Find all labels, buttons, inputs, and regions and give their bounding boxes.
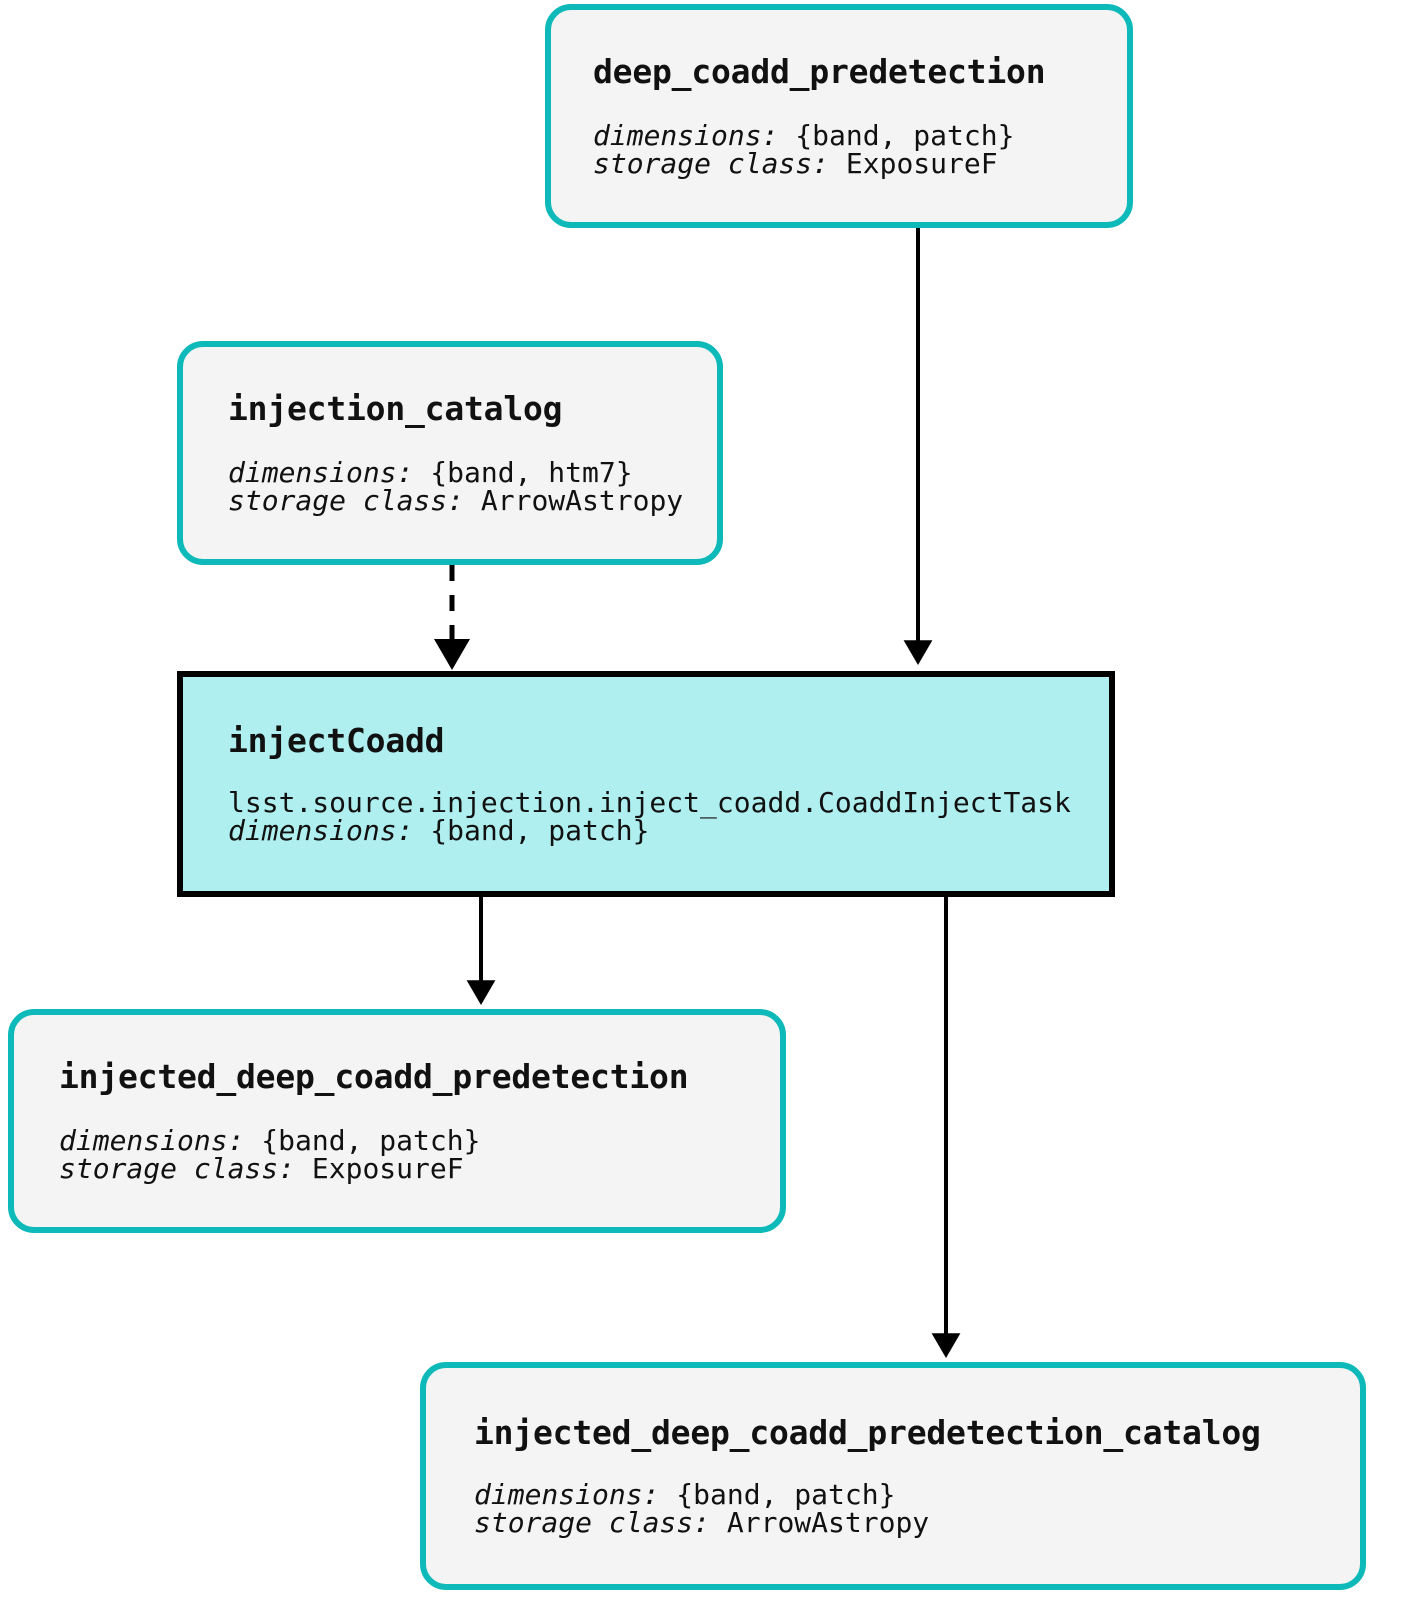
storage-class-value: ExposureF	[845, 146, 998, 180]
storage-class-label: storage class:	[228, 483, 465, 517]
dimensions-value: {band, patch}	[676, 1477, 896, 1511]
storage-class-label: storage class:	[59, 1151, 296, 1185]
node-title: deep_coadd_predetection	[593, 51, 1046, 91]
storage-class-value: ExposureF	[311, 1151, 464, 1185]
dimensions-label: dimensions:	[228, 455, 414, 489]
node-dimensions-line: dimensions: {band, patch}	[59, 1123, 780, 1157]
node-storage-class-line: storage class: ArrowAstropy	[228, 483, 717, 517]
storage-class-label: storage class:	[593, 146, 830, 180]
dimensions-label: dimensions:	[228, 813, 414, 847]
node-dimensions-line: dimensions: {band, patch}	[593, 118, 1127, 152]
dimensions-value: {band, patch}	[430, 813, 650, 847]
node-storage-class-line: storage class: ExposureF	[59, 1151, 780, 1185]
node-title: injectCoadd	[228, 720, 445, 760]
storage-class-label: storage class:	[474, 1505, 711, 1539]
dimensions-label: dimensions:	[474, 1477, 660, 1511]
node-task-class-line: lsst.source.injection.inject_coadd.Coadd…	[228, 785, 1071, 819]
node-storage-class-line: storage class: ExposureF	[593, 146, 1127, 180]
dataset-node-injected-deep-coadd-predetection[interactable]: injected_deep_coadd_predetection dimensi…	[8, 1009, 786, 1233]
node-dimensions-line: dimensions: {band, htm7}	[228, 455, 717, 489]
dataset-node-injected-deep-coadd-predetection-catalog[interactable]: injected_deep_coadd_predetection_catalog…	[420, 1362, 1366, 1590]
storage-class-value: ArrowAstropy	[480, 483, 684, 517]
dataset-node-deep-coadd-predetection[interactable]: deep_coadd_predetection dimensions: {ban…	[545, 4, 1133, 228]
node-title: injected_deep_coadd_predetection_catalog	[474, 1412, 1261, 1452]
node-title: injected_deep_coadd_predetection	[59, 1056, 689, 1096]
dimensions-value: {band, htm7}	[430, 455, 633, 489]
dimensions-label: dimensions:	[593, 118, 779, 152]
dimensions-value: {band, patch}	[261, 1123, 481, 1157]
node-dimensions-line: dimensions: {band, patch}	[474, 1477, 1360, 1511]
dimensions-value: {band, patch}	[795, 118, 1015, 152]
node-dimensions-line: dimensions: {band, patch}	[228, 813, 1109, 847]
task-node-inject-coadd[interactable]: injectCoadd lsst.source.injection.inject…	[177, 671, 1115, 897]
dimensions-label: dimensions:	[59, 1123, 245, 1157]
dataset-node-injection-catalog[interactable]: injection_catalog dimensions: {band, htm…	[177, 341, 723, 565]
storage-class-value: ArrowAstropy	[726, 1505, 930, 1539]
node-storage-class-line: storage class: ArrowAstropy	[474, 1505, 1360, 1539]
node-title: injection_catalog	[228, 388, 563, 428]
